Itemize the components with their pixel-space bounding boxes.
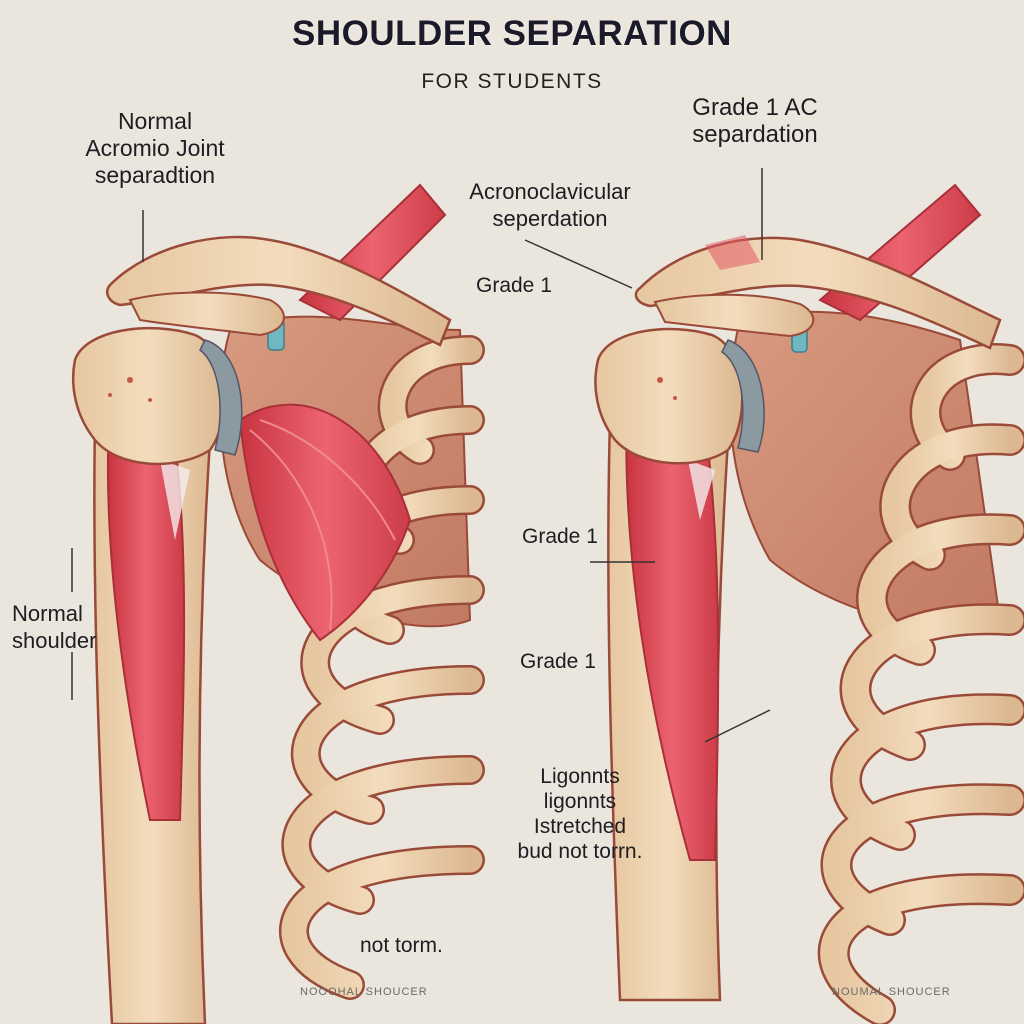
page-title: SHOULDER SEPARATION xyxy=(292,14,732,53)
page-subtitle: FOR STUDENTS xyxy=(421,70,603,93)
left-acromion xyxy=(128,291,285,337)
label-normal-shoulder: Normal shoulder xyxy=(12,601,97,653)
right-ac-ligament-strain xyxy=(705,235,760,270)
label-normal-acromio-joint: Normal Acromio Joint separadtion xyxy=(85,108,225,188)
right-biceps-muscle xyxy=(625,378,720,861)
left-joint-capsule xyxy=(199,339,243,456)
right-ribs xyxy=(817,343,1024,1024)
label-grade1-ac-separation: Grade 1 AC separdation xyxy=(692,94,818,148)
label-acromioclavicular-separation: Acronoclavicular seperdation xyxy=(469,179,631,231)
left-shoulder xyxy=(71,183,485,1024)
leader-lines xyxy=(71,168,771,743)
left-footer-caption: NOOOHAL SHOUCER xyxy=(300,986,428,998)
label-grade1-lower: Grade 1 xyxy=(520,650,596,673)
right-acromion xyxy=(653,293,815,338)
label-ligaments-stretched: Ligonnts ligonnts Istretched bud not tor… xyxy=(517,765,643,863)
label-grade1-middle: Grade 1 xyxy=(522,525,598,548)
right-joint-capsule xyxy=(721,339,765,453)
right-shoulder xyxy=(594,183,1024,1024)
left-humeral-head xyxy=(71,326,226,466)
label-not-torn: not torm. xyxy=(360,934,443,957)
label-grade1-top: Grade 1 xyxy=(476,274,552,297)
right-footer-caption: NOUMAL SHOUCER xyxy=(832,986,951,998)
right-humeral-head xyxy=(594,327,744,465)
